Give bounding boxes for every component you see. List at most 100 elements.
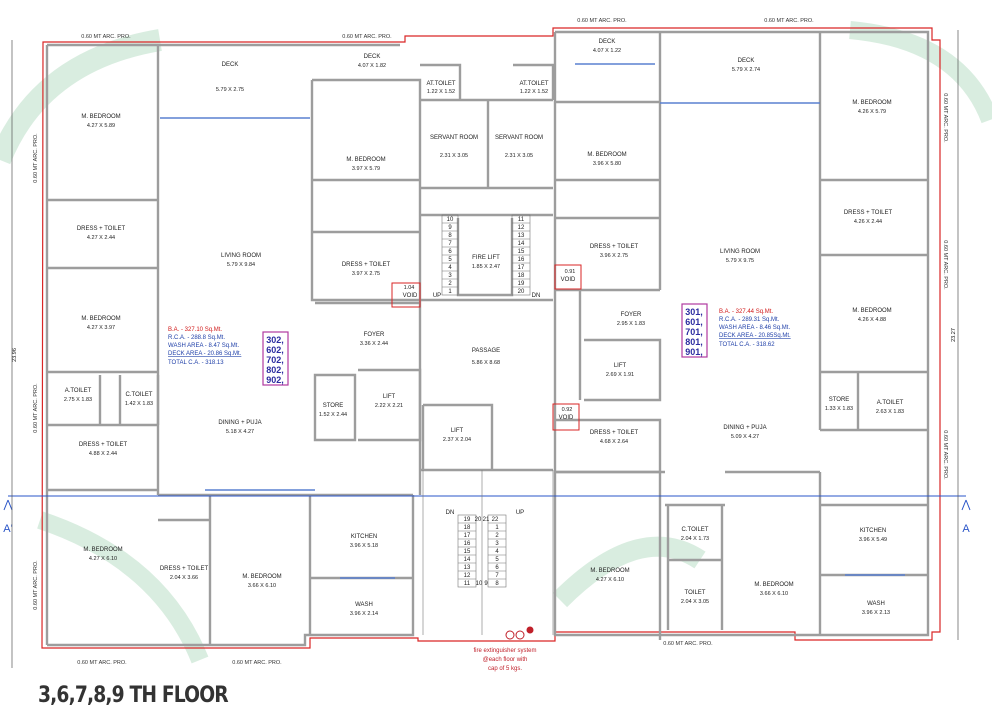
stair-step: 4 (495, 549, 499, 555)
unit-number: 302, (266, 335, 284, 345)
total-area: TOTAL C.A. - 318.62 (719, 342, 775, 348)
stair-step: 17 (518, 265, 525, 271)
room-dim: 4.27 X 6.10 (89, 556, 117, 562)
room-dim: 5.86 X 8.68 (472, 360, 500, 366)
room-name: DRESS + TOILET (590, 430, 639, 436)
room-name: M. BEDROOM (242, 574, 281, 580)
room-dim: 4.26 X 5.79 (858, 109, 886, 115)
stair-step: 12 (518, 225, 525, 231)
stair-upper: 10 9 8 7 6 5 4 3 2 1 11 12 13 14 15 16 1… (433, 214, 541, 299)
stair-step: 15 (464, 549, 471, 555)
room-name: M. BEDROOM (852, 308, 891, 314)
stair-down-label: DN (532, 293, 541, 299)
projection-label: 0.60 MT ARC. PRO. (33, 383, 39, 433)
room-name: SERVANT ROOM (495, 135, 543, 141)
room-name: VOID (559, 415, 574, 421)
stair-up-label: UP (433, 293, 441, 299)
void-box (552, 403, 580, 431)
room-name: WASH (867, 601, 885, 607)
floor-title: 3,6,7,8,9 TH FLOOR (38, 683, 229, 708)
stair-step: 14 (464, 557, 471, 563)
stair-step: 16 (518, 257, 525, 263)
room-name: DRESS + TOILET (79, 442, 128, 448)
stair-step: 19 (518, 281, 525, 287)
room-dim: 1.42 X 1.83 (125, 401, 153, 407)
projection-label: 0.60 MT ARC. PRO. (342, 34, 392, 40)
room-dim: 5.79 X 9.84 (227, 262, 255, 268)
wash-area: WASH AREA - 8.46 Sq.Mt. (719, 325, 790, 331)
room-name: DRESS + TOILET (160, 566, 209, 572)
stair-step: 18 (464, 525, 471, 531)
stair-down-label: DN (446, 510, 455, 516)
room-dim: 4.27 X 6.10 (596, 577, 624, 583)
room-dim: 2.37 X 2.04 (443, 437, 471, 443)
room-name: M. BEDROOM (754, 582, 793, 588)
stair-step: 11 (464, 581, 471, 587)
stair-step: 4 (448, 265, 452, 271)
room-dim: 2.04 X 1.73 (681, 536, 709, 542)
rca-area: R.C.A. - 288.8 Sq.Mt. (168, 335, 225, 341)
windows (160, 63, 905, 579)
room-name: STORE (323, 403, 344, 409)
room-dim: 3.97 X 2.75 (352, 271, 380, 277)
fire-note-line: cap of 5 kgs. (488, 666, 522, 672)
room-name: VOID (561, 277, 576, 283)
stair-step: 6 (448, 249, 452, 255)
stair-step: 20 (518, 289, 525, 295)
room-name: A.TOILET (65, 388, 92, 394)
projection-label: 0.60 MT ARC. PRO. (942, 240, 948, 290)
built-area: B.A. - 327.10 Sq.Mt. (168, 327, 222, 333)
projection-label: 0.60 MT ARC. PRO. (942, 430, 948, 480)
room-name: A.TOILET (877, 400, 904, 406)
stair-step: 16 (464, 541, 471, 547)
room-dim: 1.33 X 1.83 (825, 406, 853, 412)
stair-step: 1 (495, 525, 499, 531)
stair-step: 15 (518, 249, 525, 255)
projection-label: 0.60 MT ARC. PRO. (577, 18, 627, 24)
room-dim: 2.75 X 1.83 (64, 397, 92, 403)
room-dim: 3.96 X 2.14 (350, 611, 378, 617)
unit-number: 801, (685, 337, 703, 347)
room-dim: 4.07 X 1.22 (593, 48, 621, 54)
room-dim: 4.26 X 4.88 (858, 317, 886, 323)
room-name: LIVING ROOM (221, 253, 261, 259)
room-dim: 2.95 X 1.83 (617, 321, 645, 327)
room-name: SERVANT ROOM (430, 135, 478, 141)
room-name: C.TOILET (682, 527, 709, 533)
room-dim: 2.22 X 2.21 (375, 403, 403, 409)
room-dim: 2.63 X 1.83 (876, 409, 904, 415)
projection-label: 0.60 MT ARC. PRO. (232, 660, 282, 666)
room-dim: 4.68 X 2.64 (600, 439, 628, 445)
room-dim: 1.22 X 1.52 (427, 89, 455, 95)
room-name: M. BEDROOM (81, 316, 120, 322)
stair-lower: 19 18 17 16 15 14 13 12 11 1 2 3 4 5 6 7… (422, 470, 554, 635)
room-name: M. BEDROOM (83, 547, 122, 553)
unit-number: 602, (266, 345, 284, 355)
rooms-core: AT.TOILET 1.22 X 1.52 AT.TOILET 1.22 X 1… (391, 81, 582, 443)
stair-step: 10 (476, 581, 483, 587)
unit-number: 701, (685, 327, 703, 337)
room-name: DRESS + TOILET (844, 210, 893, 216)
room-name: KITCHEN (351, 534, 377, 540)
stair-step: 2 (448, 281, 452, 287)
room-name: WASH (355, 602, 373, 608)
room-name: M. BEDROOM (587, 152, 626, 158)
room-name: M. BEDROOM (346, 157, 385, 163)
room-name: LIFT (451, 428, 464, 434)
room-name: DECK (738, 58, 755, 64)
unit-number-box (681, 303, 708, 358)
room-dim: 3.96 X 2.75 (600, 253, 628, 259)
projection-label: 0.60 MT ARC. PRO. (77, 660, 127, 666)
stair-step: 8 (495, 581, 499, 587)
room-dim: 0.92 (562, 407, 573, 413)
stair-step: 22 (492, 517, 499, 523)
room-name: DINING + PUJA (218, 420, 261, 426)
stair-step: 10 (447, 217, 454, 223)
room-dim: 4.88 X 2.44 (89, 451, 117, 457)
unit-number: 902, (266, 375, 284, 385)
stair-step: 7 (495, 573, 499, 579)
stair-step: 5 (448, 257, 452, 263)
room-dim: 3.36 X 2.44 (360, 341, 388, 347)
room-name: AT.TOILET (426, 81, 455, 87)
stair-step: 14 (518, 241, 525, 247)
